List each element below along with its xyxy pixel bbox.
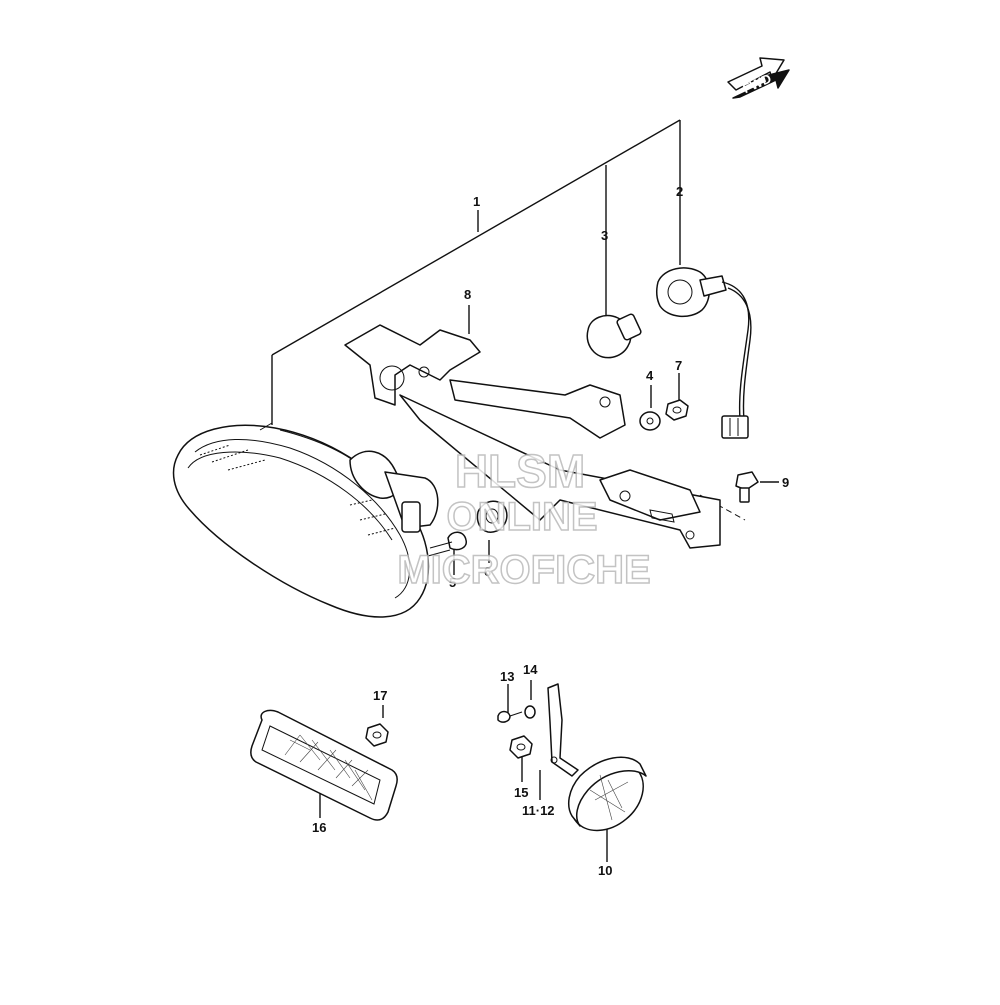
reflector-nut: [365, 723, 389, 747]
small-screw: [497, 710, 523, 723]
callout-8: 8: [464, 287, 471, 302]
watermark-line1: HLSM: [455, 445, 585, 497]
bolt: [735, 471, 759, 503]
socket-harness: [655, 267, 752, 439]
flange-nut: [509, 735, 533, 759]
callout-4: 4: [646, 368, 654, 383]
bulb: [586, 313, 642, 359]
callout-16: 16: [312, 820, 326, 835]
callout-9: 9: [782, 475, 789, 490]
washer: [639, 411, 661, 431]
nut: [665, 399, 689, 421]
callout-5: 5: [449, 575, 456, 590]
callout-3: 3: [601, 228, 608, 243]
callout-17: 17: [373, 688, 387, 703]
callout-13: 13: [500, 669, 514, 684]
callout-2: 2: [676, 184, 683, 199]
fwd-arrow-icon: FWD: [727, 57, 790, 99]
callout-14: 14: [523, 662, 538, 677]
callout-7: 7: [675, 358, 682, 373]
side-reflector: [250, 709, 398, 821]
round-reflector: [567, 756, 647, 832]
callout-10: 10: [598, 863, 612, 878]
callout-6: 6: [484, 564, 491, 579]
watermark-line3: MICROFICHE: [397, 548, 650, 592]
grommet: [476, 500, 508, 533]
callout-1: 1: [473, 194, 480, 209]
watermark: HLSM ONLINE MICROFICHE: [397, 444, 652, 593]
callout-11-12: 11·12: [522, 803, 555, 818]
screw: [427, 531, 467, 557]
watermark-line2: ONLINE: [446, 495, 597, 539]
small-washer: [524, 705, 536, 719]
leader-lines: [271, 119, 779, 862]
mounting-bracket: [344, 324, 721, 549]
reflector-stay: [547, 683, 579, 777]
callout-labels: 1 2 3 8 4 7 9 5 6 17 16 13 14 15 11·12 1…: [312, 184, 789, 878]
tail-lamp-housing: [172, 422, 439, 618]
callout-15: 15: [514, 785, 528, 800]
